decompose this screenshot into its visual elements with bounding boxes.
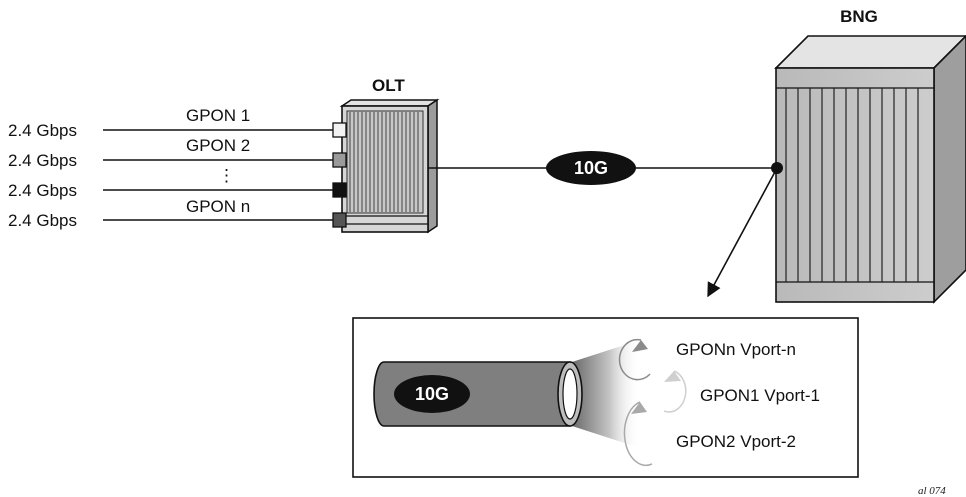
olt-port-3	[332, 182, 347, 198]
input-link-3: 2.4 Gbps ⋮	[8, 166, 336, 200]
input-link-1: 2.4 Gbps GPON 1	[8, 106, 336, 140]
uplink-label: 10G	[574, 158, 608, 178]
vport-1-label: GPON1 Vport-1	[700, 386, 820, 405]
vport-1-rotation-icon	[663, 370, 687, 413]
gpon-label: GPON 2	[186, 136, 250, 155]
rate-label: 2.4 Gbps	[8, 211, 77, 230]
gpon-label: GPON 1	[186, 106, 250, 125]
uplink-10g: 10G	[428, 151, 777, 185]
input-link-2: 2.4 Gbps GPON 2	[8, 136, 336, 170]
pipe-label: 10G	[415, 384, 449, 404]
pipe-label-bg	[394, 375, 470, 413]
bng-chassis: BNG	[771, 7, 966, 304]
vport-n-label: GPONn Vport-n	[676, 340, 796, 359]
vport-n-rotation-icon	[618, 338, 651, 381]
bng-port	[771, 162, 783, 174]
olt-port-1	[332, 122, 347, 138]
zoom-arrow	[707, 169, 777, 298]
vport-detail-panel: 10G GPONn Vport-n GPON1 Vport-1 GPON2 Vp…	[352, 317, 859, 478]
olt-device: OLT	[332, 76, 440, 234]
olt-port-n	[332, 212, 347, 228]
input-links: 2.4 Gbps GPON 1 2.4 Gbps GPON 2 2.4 Gbps…	[8, 106, 336, 230]
vport-2-rotation-icon	[623, 401, 653, 467]
gpon-label: GPON n	[186, 197, 250, 216]
fan-out-cone	[572, 340, 640, 448]
olt-port-2	[332, 152, 347, 168]
rate-label: 2.4 Gbps	[8, 151, 77, 170]
olt-label: OLT	[372, 76, 405, 95]
vport-2-label: GPON2 Vport-2	[676, 432, 796, 451]
ellipsis: ⋮	[218, 166, 235, 185]
input-link-4: 2.4 Gbps GPON n	[8, 197, 336, 230]
figure-id: al 074	[918, 485, 946, 497]
bng-label: BNG	[840, 7, 878, 26]
rate-label: 2.4 Gbps	[8, 121, 77, 140]
rate-label: 2.4 Gbps	[8, 181, 77, 200]
